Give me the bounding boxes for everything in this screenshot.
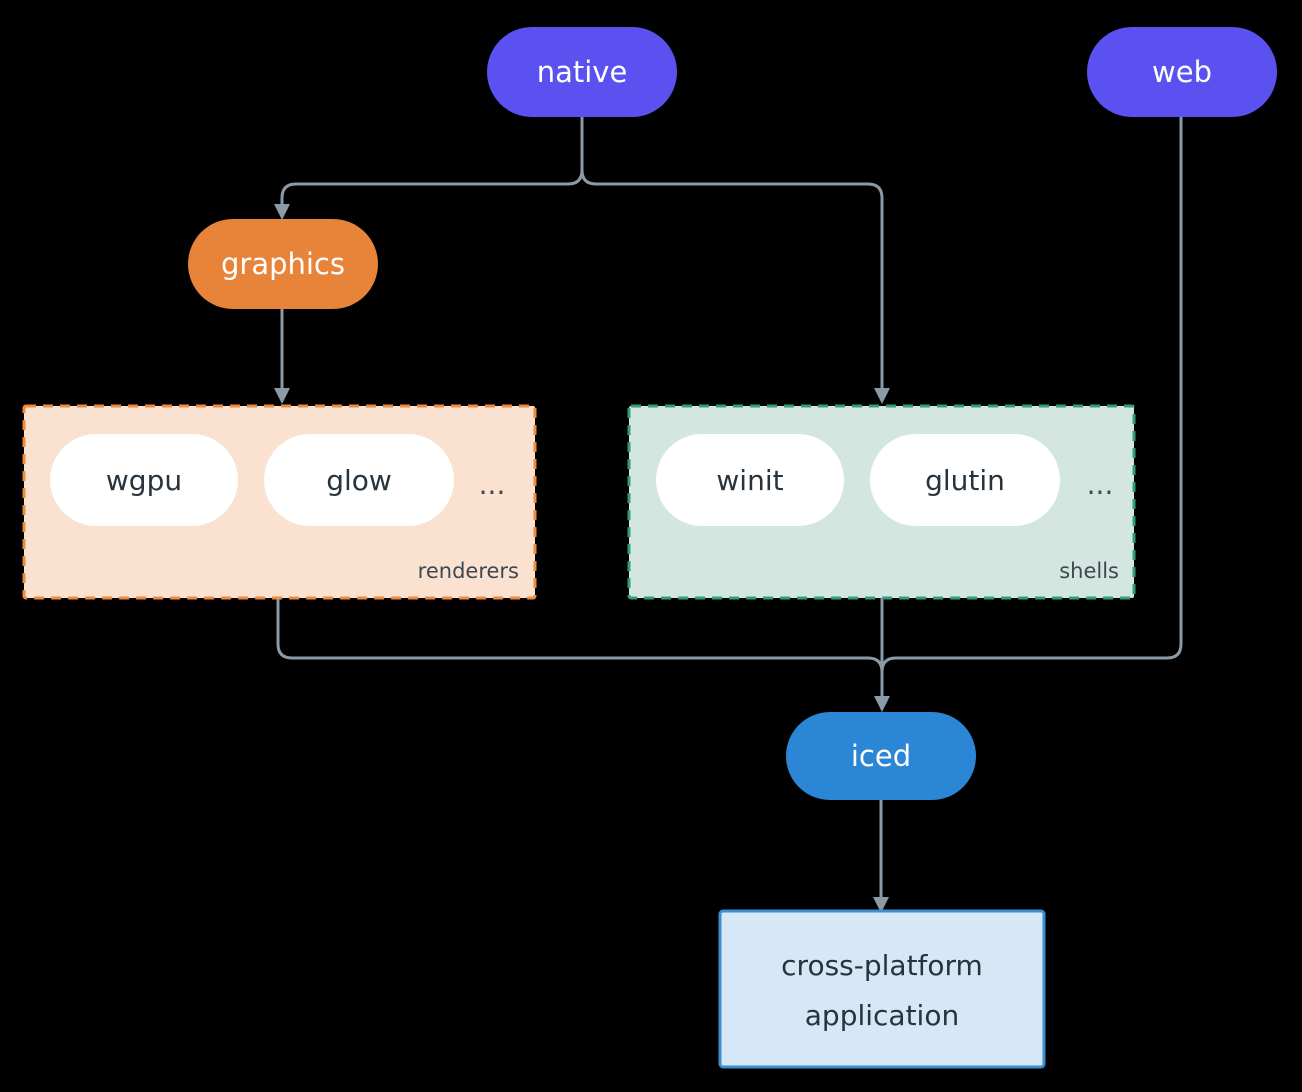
shell-pill-winit[interactable] — [656, 434, 844, 526]
renderer-pill-wgpu[interactable] — [50, 434, 238, 526]
node-iced-shape[interactable] — [786, 712, 976, 800]
node-iced[interactable]: iced — [786, 712, 976, 800]
renderers-ellipsis: ... — [479, 468, 506, 501]
edge-layer — [274, 115, 1183, 913]
node-graphics-shape[interactable] — [188, 219, 378, 309]
shells-ellipsis: ... — [1087, 468, 1114, 501]
arrow-head-iced-to-application — [873, 897, 889, 913]
arrow-head-native-to-shells — [874, 388, 890, 404]
node-native[interactable]: native — [487, 27, 677, 117]
arrow-head-native-to-graphics — [274, 204, 290, 220]
arrow-head-graphics-to-renderers — [274, 388, 290, 404]
node-web[interactable]: web — [1087, 27, 1277, 117]
shell-pill-label-glutin: glutin — [925, 464, 1005, 497]
renderer-pill-label-glow: glow — [326, 464, 392, 497]
group-renderers: wgpu glow ... renderers — [22, 404, 537, 600]
node-application-shape[interactable] — [718, 909, 1046, 1069]
node-native-shape[interactable] — [487, 27, 677, 117]
shell-pill-label-winit: winit — [716, 464, 783, 497]
node-graphics[interactable]: graphics — [188, 219, 378, 309]
node-web-label: web — [1152, 55, 1212, 89]
shells-group-caption: shells — [1059, 559, 1119, 583]
node-application[interactable]: cross-platform application — [718, 909, 1046, 1069]
edge-native-to-graphics — [280, 115, 584, 208]
renderers-group-caption: renderers — [418, 559, 519, 583]
edge-renderers-to-iced — [276, 596, 884, 700]
edge-native-to-shells — [580, 115, 884, 392]
renderer-pill-glow[interactable] — [264, 434, 454, 526]
edge-web-to-iced — [880, 115, 1183, 700]
group-shells: winit glutin ... shells — [627, 404, 1136, 600]
node-graphics-label: graphics — [221, 247, 345, 281]
arrow-head-merge-to-iced — [874, 696, 890, 712]
node-application-label-line2: application — [805, 999, 959, 1032]
node-iced-label: iced — [851, 739, 911, 773]
node-web-shape[interactable] — [1087, 27, 1277, 117]
node-application-label-line1: cross-platform — [781, 949, 983, 982]
node-native-label: native — [537, 55, 628, 89]
renderer-pill-label-wgpu: wgpu — [106, 464, 182, 497]
shell-pill-glutin[interactable] — [870, 434, 1060, 526]
